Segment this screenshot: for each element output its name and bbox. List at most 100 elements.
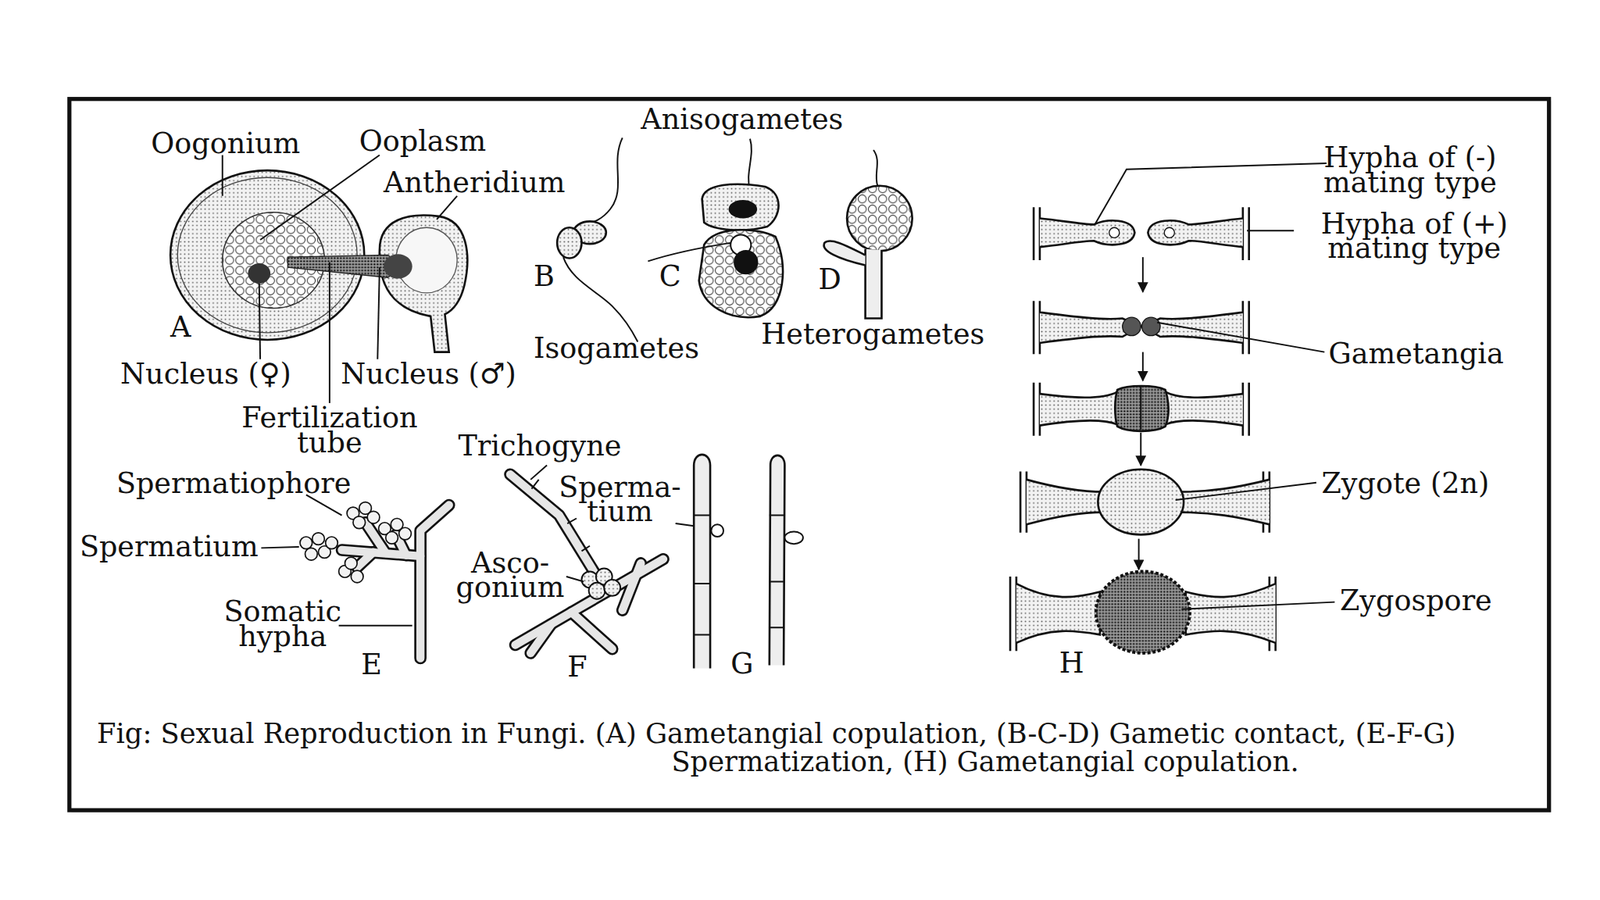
gamete-nucleus <box>733 250 758 275</box>
leader-line <box>260 546 299 548</box>
part-label: Hypha of (-) mating type <box>1307 146 1512 196</box>
gametangia-wall <box>1139 386 1142 430</box>
part-label: Ooplasm <box>359 129 486 154</box>
flagellum <box>748 139 752 190</box>
somatic-hypha <box>420 505 450 659</box>
leader-line <box>1157 322 1325 353</box>
spermatium <box>367 510 380 524</box>
leader-line <box>1175 482 1317 500</box>
spermatium <box>350 570 364 583</box>
part-label: Nucleus (♀) <box>120 362 292 387</box>
antheridium <box>379 215 468 353</box>
spermatium <box>344 557 358 570</box>
hypha-septum <box>1033 382 1250 436</box>
part-label: Antheridium <box>383 170 565 195</box>
leader-line <box>1094 163 1326 225</box>
leader-line <box>566 576 584 583</box>
receptive-hypha <box>693 454 711 669</box>
leader-line <box>530 465 547 480</box>
flagellum <box>563 257 638 342</box>
hypha-tip <box>1165 392 1243 426</box>
hypha-nucleus <box>1164 227 1175 238</box>
stage-arrow <box>1139 432 1142 466</box>
gametangium <box>1122 317 1142 336</box>
part-label: Fertilization tube <box>227 406 432 456</box>
part-label: Somatic hypha <box>210 600 354 650</box>
part-label: Hypha of (+) mating type <box>1312 212 1517 262</box>
spermatium <box>385 531 399 544</box>
leader-line <box>306 494 343 515</box>
heterogamete-small <box>824 240 866 265</box>
leader-line <box>259 283 261 360</box>
leader-line <box>328 262 331 404</box>
leader-line <box>377 267 380 360</box>
spermatium <box>312 532 325 546</box>
suspensor <box>1185 583 1276 643</box>
stage-arrow <box>1138 539 1140 570</box>
stage-arrow <box>1142 352 1144 382</box>
leader-line <box>221 155 224 197</box>
gamete-nucleus <box>728 200 758 219</box>
stage-arrow <box>1142 257 1144 292</box>
leader-line <box>339 625 413 627</box>
panel-letter: H <box>1059 650 1085 675</box>
zygospore <box>1096 571 1190 653</box>
hypha-nucleus <box>1109 227 1120 238</box>
panel-letter: G <box>730 652 754 677</box>
part-label: Zygospore <box>1339 589 1493 614</box>
gametangium <box>1142 317 1161 336</box>
hypha-tip <box>1039 218 1135 248</box>
suspensor <box>1026 479 1104 525</box>
part-label: Zygote (2n) <box>1321 471 1490 496</box>
hypha <box>530 624 551 654</box>
anisogamete <box>702 184 779 231</box>
panel-letter: E <box>360 653 383 678</box>
anisogamete <box>699 229 783 318</box>
hypha-tip <box>1142 312 1243 343</box>
part-label: Sperma- tium <box>556 475 684 525</box>
spermatium-fused <box>784 531 804 544</box>
leader-line <box>1181 602 1335 610</box>
somatic-hypha <box>420 505 450 659</box>
panel-letter: A <box>170 315 191 340</box>
spermatium <box>399 527 412 540</box>
fused-gametangia <box>1114 385 1168 432</box>
panel-letter: B <box>533 264 555 289</box>
suspensor <box>1178 479 1270 525</box>
heterogamete <box>846 185 913 252</box>
leader-line <box>1246 229 1294 232</box>
male-nucleus <box>383 253 413 279</box>
leader-line <box>260 155 380 240</box>
female-nucleus <box>247 263 271 284</box>
flagellum <box>873 150 878 186</box>
isogamete <box>557 227 582 258</box>
spermatium <box>300 536 313 550</box>
spermatium <box>325 536 339 550</box>
spermatium <box>305 547 318 561</box>
suspensor <box>1016 583 1100 643</box>
spermatium <box>353 516 366 529</box>
leader-line <box>436 196 458 220</box>
figure-caption: Fig: Sexual Reproduction in Fungi. (A) G… <box>96 719 1538 777</box>
panel-letter: F <box>567 655 587 680</box>
hypha <box>622 563 642 611</box>
septum <box>693 515 711 636</box>
hypha-septum <box>1033 300 1250 354</box>
hypha <box>571 612 612 650</box>
flagellum <box>585 137 623 225</box>
ascogonium-coil <box>589 582 606 600</box>
part-label: Heterogametes <box>760 322 985 347</box>
flagellum <box>647 242 731 262</box>
spermatium-attached <box>710 524 724 537</box>
hypha-branch <box>357 552 374 568</box>
hypha <box>571 612 612 650</box>
hypha <box>622 563 642 611</box>
receptive-hypha <box>769 455 786 666</box>
part-label: Spermatium <box>79 534 259 559</box>
part-label: Anisogametes <box>640 107 843 132</box>
ascogonium-coil <box>603 579 621 597</box>
part-label: Oogonium <box>150 131 300 156</box>
gamete-stalk <box>865 249 883 319</box>
part-label: Asco- gonium <box>449 550 572 600</box>
figure-frame <box>69 99 1550 811</box>
